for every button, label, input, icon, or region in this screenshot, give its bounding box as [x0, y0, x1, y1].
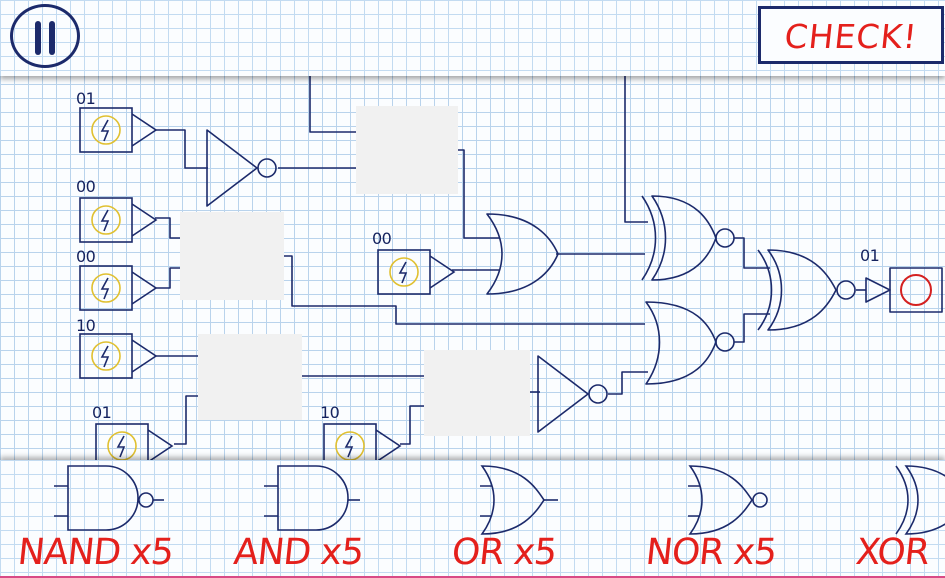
wire: [309, 76, 356, 133]
tray-label-nor: NOR x5: [643, 532, 779, 573]
tray-item-and[interactable]: AND x5: [231, 460, 404, 576]
input-source-6[interactable]: [377, 249, 456, 295]
input-label-1: 01: [76, 89, 96, 108]
input-label-3: 00: [76, 247, 96, 266]
tray-label-nand: NAND x5: [15, 532, 176, 573]
lightning-bolt: [344, 435, 354, 458]
lightning-bolt: [398, 261, 408, 284]
input-source-2[interactable]: [79, 197, 158, 243]
circle-lamp-icon: [900, 274, 932, 306]
tray-item-or[interactable]: OR x5: [449, 460, 612, 576]
wire: [155, 267, 180, 289]
tray-label-and: AND x5: [231, 532, 366, 573]
input-label-6: 00: [372, 229, 392, 248]
wire: [734, 237, 770, 269]
nor-gate-icon: [688, 465, 768, 535]
gate-slot-1[interactable]: [356, 106, 458, 194]
output-buffer: [865, 277, 891, 303]
lightning-icon: [107, 431, 137, 461]
wire: [624, 76, 648, 223]
lightning-icon: [389, 257, 419, 287]
lightning-icon: [91, 205, 121, 235]
gate-slot-3[interactable]: [198, 334, 302, 420]
xnor-gate-bubble: [715, 228, 735, 248]
output-label: 01: [860, 246, 880, 265]
not-gate: [206, 129, 258, 207]
nor-gate-bubble: [715, 332, 735, 352]
tray-item-xor[interactable]: XOR: [856, 460, 945, 576]
input-label-4: 10: [76, 316, 96, 335]
gate-tray: NAND x5 AND x5 OR x5: [0, 460, 945, 578]
output-box: [889, 267, 943, 313]
wire: [608, 371, 648, 395]
lightning-bolt: [100, 277, 110, 300]
gate-slot-2[interactable]: [180, 212, 284, 300]
and-gate-icon: [264, 465, 360, 531]
input-label-5: 01: [92, 403, 112, 422]
wire: [155, 217, 180, 239]
xnor-final-body: [767, 249, 837, 331]
lightning-bolt: [116, 435, 126, 458]
input-source-4[interactable]: [79, 333, 158, 379]
input-label-2: 00: [76, 177, 96, 196]
check-button[interactable]: CHECK!: [758, 6, 944, 64]
or-gate-icon: [480, 465, 558, 535]
wire: [458, 149, 500, 239]
tray-item-nand[interactable]: NAND x5: [14, 460, 204, 576]
lightning-bolt: [100, 119, 110, 142]
wire: [155, 129, 208, 169]
top-bar: CHECK!: [0, 0, 945, 76]
lightning-icon: [91, 273, 121, 303]
not-gate-2: [537, 355, 589, 433]
nand-gate-icon: [54, 465, 164, 531]
input-label-7: 10: [320, 403, 340, 422]
input-source-3[interactable]: [79, 265, 158, 311]
xor-gate-icon: [895, 465, 945, 535]
tray-label-xor: XOR: [856, 532, 931, 573]
lightning-bolt: [100, 209, 110, 232]
not-gate-2-bubble: [588, 384, 608, 404]
lightning-icon: [91, 115, 121, 145]
gate-slot-4[interactable]: [424, 350, 530, 436]
wire: [174, 395, 198, 445]
wire: [400, 405, 424, 445]
wire: [284, 255, 645, 325]
lightning-icon: [91, 341, 121, 371]
pause-button[interactable]: [10, 4, 80, 68]
tray-label-or: OR x5: [449, 532, 559, 573]
not-gate-bubble: [257, 158, 277, 178]
input-source-1[interactable]: [79, 107, 158, 153]
check-button-label: CHECK!: [782, 17, 920, 56]
wire: [734, 313, 770, 343]
xnor-final-gate: [757, 249, 773, 331]
or-gate: [486, 213, 559, 295]
xnor-gate: [641, 195, 657, 281]
xnor-gate-body: [651, 195, 717, 281]
tray-item-nor[interactable]: NOR x5: [643, 460, 816, 576]
lightning-bolt: [100, 345, 110, 368]
xnor-final-bubble: [836, 280, 856, 300]
lightning-icon: [335, 431, 365, 461]
nor-gate: [645, 301, 717, 385]
